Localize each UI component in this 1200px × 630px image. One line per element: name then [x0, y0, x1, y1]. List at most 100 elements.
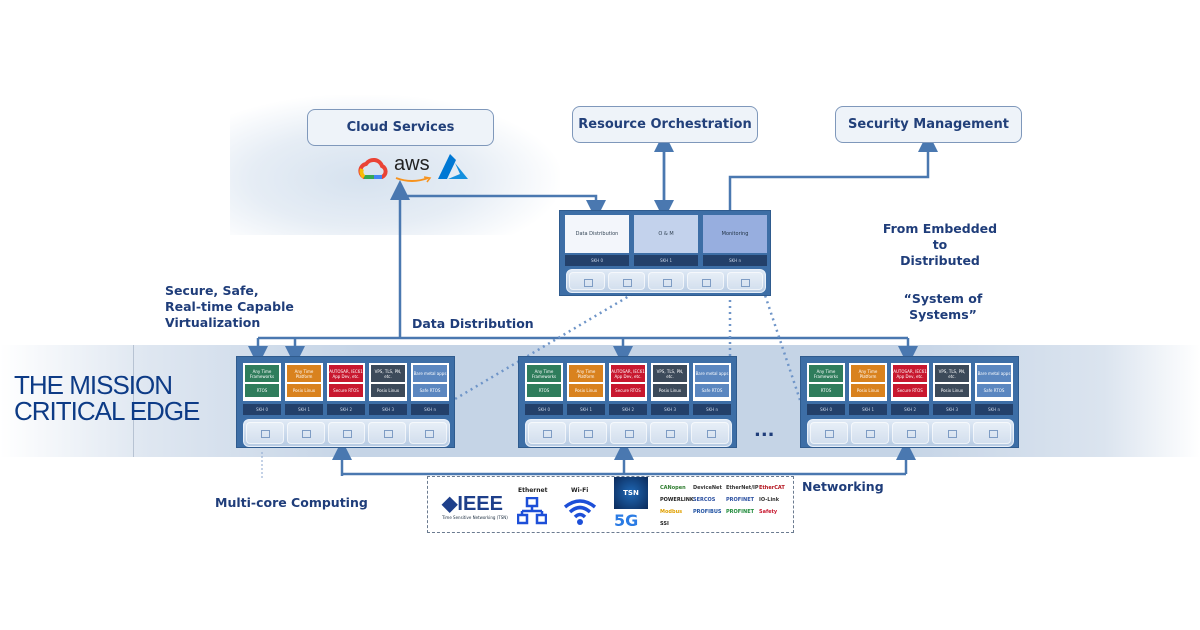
virtualization-line: Secure, Safe,: [165, 283, 259, 298]
skh-n: SKH n: [703, 255, 767, 266]
vm-app-label: AUTOSAR, IEC61 App Dev, etc.: [611, 365, 645, 382]
ieee-logo: ◆IEEE: [442, 493, 503, 515]
multicore-label: Multi-core Computing: [215, 495, 368, 510]
vm-os-label: Secure RTOS: [893, 384, 927, 397]
from-embedded-label: From Embedded to Distributed: [870, 221, 1010, 269]
vm-monitoring[interactable]: Monitoring: [703, 215, 767, 253]
fieldbus-logo: DeviceNet: [693, 485, 722, 491]
fieldbus-logo: SSI: [660, 521, 669, 527]
azure-icon: [438, 154, 468, 179]
separation-kernel: SKH 2: [327, 404, 365, 415]
central-node[interactable]: Data Distribution O & M Monitoring SKH 0…: [559, 210, 771, 296]
virtual-machine[interactable]: VPS, TLS, PN, etc. Posix Linux: [369, 363, 407, 401]
vm-app-label: Any Time Frameworks: [809, 365, 843, 382]
ethernet-label: Ethernet: [518, 487, 548, 494]
vm-data-distribution[interactable]: Data Distribution: [565, 215, 629, 253]
hardware-core: [973, 422, 1011, 444]
separation-kernel: SKH 1: [567, 404, 605, 415]
aws-smile-icon: [395, 176, 432, 183]
separation-kernel: SKH 0: [807, 404, 845, 415]
fieldbus-logo: EtherCAT: [759, 485, 785, 491]
fieldbus-logo: PROFINET: [726, 497, 755, 503]
separation-kernel: SKH 0: [243, 404, 281, 415]
hardware-core: [891, 422, 930, 444]
from-embedded-line: Distributed: [900, 253, 980, 268]
virtualization-label: Secure, Safe, Real-time Capable Virtuali…: [165, 283, 294, 331]
fieldbus-logo: IO-Link: [759, 497, 780, 503]
vm-app-label: Bare metal apps: [695, 365, 729, 382]
vm-app-label: Any Time Frameworks: [527, 365, 561, 382]
networking-label: Networking: [802, 479, 884, 494]
separation-kernel: SKH 3: [651, 404, 689, 415]
vm-app-label: Bare metal apps: [413, 365, 447, 382]
vm-app-label: Any Time Platform: [569, 365, 603, 382]
vm-os-label: Secure RTOS: [611, 384, 645, 397]
hardware-core: [650, 422, 689, 444]
virtual-machine[interactable]: VPS, TLS, PN, etc. Posix Linux: [933, 363, 971, 401]
vm-os-label: RTOS: [809, 384, 843, 397]
ellipsis: ...: [754, 420, 775, 441]
fieldbus-logo: CANopen: [660, 485, 686, 491]
vm-os-label: Posix Linux: [569, 384, 603, 397]
tsn-logo: TSN: [614, 477, 648, 509]
separation-kernel: SKH 1: [849, 404, 887, 415]
cloud-services-label: Cloud Services: [346, 120, 455, 135]
hardware-core: [286, 422, 325, 444]
skh-0: SKH 0: [565, 255, 629, 266]
google-cloud-icon: [358, 158, 388, 179]
hardware-core: [246, 422, 284, 444]
vm-app-label: VPS, TLS, PN, etc.: [371, 365, 405, 382]
hardware-core: [409, 422, 447, 444]
virtual-machine[interactable]: AUTOSAR, IEC61 App Dev, etc. Secure RTOS: [327, 363, 365, 401]
virtual-machine[interactable]: AUTOSAR, IEC61 App Dev, etc. Secure RTOS: [609, 363, 647, 401]
vm-os-label: Posix Linux: [371, 384, 405, 397]
separation-kernel: SKH n: [693, 404, 731, 415]
virtualization-line: Real-time Capable: [165, 299, 294, 314]
vm-label: Monitoring: [721, 231, 749, 237]
title-line-2: CRITICAL EDGE: [14, 396, 200, 426]
from-embedded-line: From Embedded: [882, 221, 998, 236]
resource-orchestration-box[interactable]: Resource Orchestration: [572, 106, 758, 143]
protocols-box: ◆IEEE Time Sensitive Networking (TSN) Et…: [427, 476, 794, 533]
virtual-machine[interactable]: AUTOSAR, IEC61 App Dev, etc.Secure RTOS: [891, 363, 929, 401]
fieldbus-logo: Modbus: [660, 509, 683, 515]
vm-os-label: Safe RTOS: [413, 384, 447, 397]
vm-os-label: Posix Linux: [851, 384, 885, 397]
vm-app-label: VPS, TLS, PN, etc.: [935, 365, 969, 382]
vm-os-label: RTOS: [245, 384, 279, 397]
page-title: THE MISSION CRITICAL EDGE: [14, 370, 200, 426]
vm-app-label: AUTOSAR, IEC61 App Dev, etc.: [329, 365, 363, 382]
aws-logo: aws: [394, 153, 430, 175]
vm-app-label: Any Time Platform: [287, 365, 321, 382]
vm-os-label: Secure RTOS: [329, 384, 363, 397]
from-embedded-line: to: [932, 237, 948, 252]
hardware-core: [368, 422, 407, 444]
ieee-subtitle: Time Sensitive Networking (TSN): [442, 515, 508, 520]
fieldbus-logo: PROFIBUS: [693, 509, 722, 515]
security-management-box[interactable]: Security Management: [835, 106, 1022, 143]
title-line-1: THE MISSION: [14, 370, 173, 400]
data-distribution-label: Data Distribution: [412, 316, 534, 331]
hardware-layer: [525, 419, 732, 447]
virtualization-line: Virtualization: [165, 315, 261, 330]
wifi-icon: [563, 499, 597, 525]
5g-logo: 5G: [614, 511, 639, 530]
vm-o-and-m[interactable]: O & M: [634, 215, 698, 253]
virtual-machine[interactable]: VPS, TLS, PN, etc.Posix Linux: [651, 363, 689, 401]
vm-os-label: Posix Linux: [935, 384, 969, 397]
cloud-services-box[interactable]: Cloud Services: [307, 109, 494, 146]
vm-label: Data Distribution: [575, 231, 619, 237]
